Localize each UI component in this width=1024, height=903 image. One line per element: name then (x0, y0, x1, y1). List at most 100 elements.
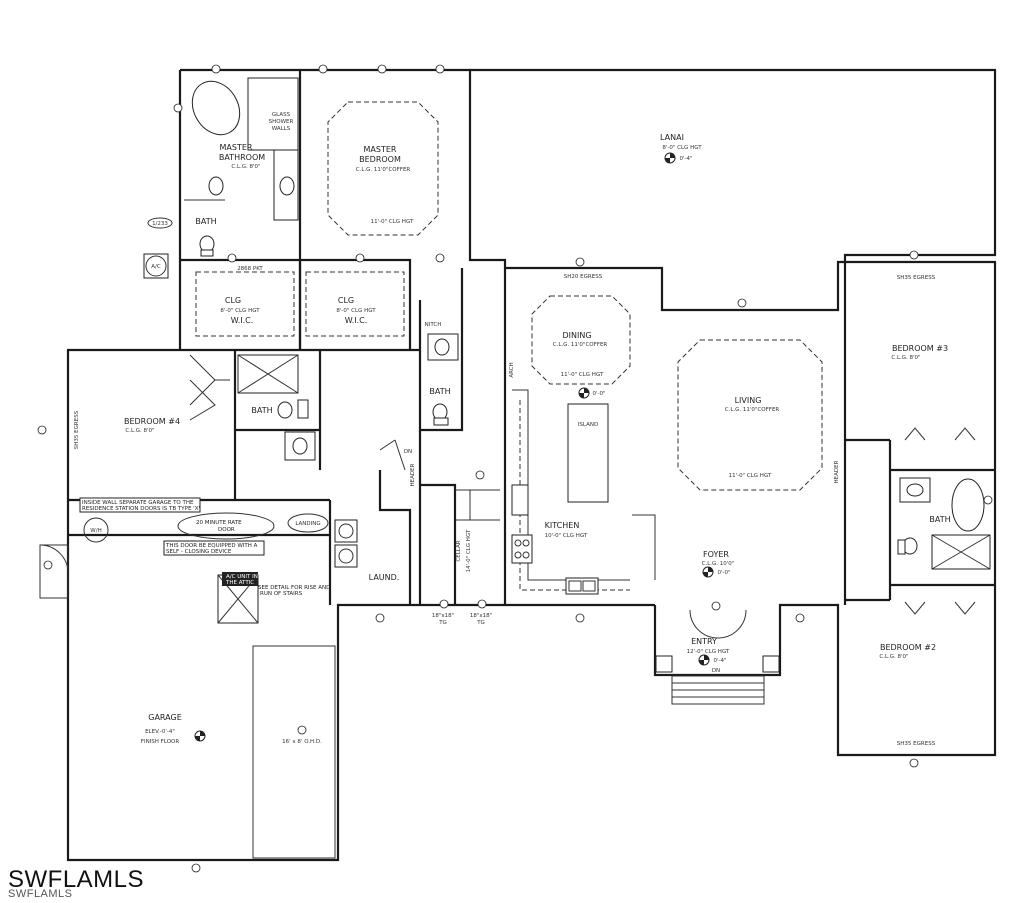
entry-ceiling: 12'-0" CLG HGT (687, 649, 730, 655)
note-garage-wall-1: INSIDE WALL SEPARATE GARAGE TO THE (82, 500, 194, 506)
note-closing-1: THIS DOOR BE EQUIPPED WITH A (165, 543, 258, 549)
water-heater: W/H (90, 528, 101, 534)
master-bath-label-2: BATHROOM (219, 153, 265, 162)
master-bedroom-label-2: BEDROOM (359, 155, 401, 164)
lanai-ceiling: 8'-0" CLG HGT (662, 145, 702, 151)
dining-elev: 0'-0" (592, 391, 605, 397)
notes: INSIDE WALL SEPARATE GARAGE TO THE RESID… (79, 497, 330, 597)
sink (208, 176, 224, 196)
watermark-sub: SWFLAMLS (8, 888, 73, 900)
wic-left-ceiling: 8'-0" CLG HGT (220, 308, 260, 314)
cellar-ceiling: 14'-0" CLG HGT (466, 529, 472, 572)
living-ceiling: C.L.G. 11'0"COFFER (725, 407, 780, 413)
master-bedroom-ceiling: C.L.G. 11'0"COFFER (356, 167, 411, 173)
watermark-logo: SWFLAMLS (8, 866, 145, 893)
note-attic-2: THE ATTIC (225, 580, 254, 586)
foyer-ceiling: C.L.G. 10'0" (702, 561, 735, 567)
bedroom3-ceiling: C.L.G. 8'0" (891, 355, 920, 361)
wic-left-name: CLG (225, 296, 241, 305)
header-right: HEADER (834, 460, 840, 483)
living-label: LIVING (735, 396, 762, 405)
entry-label: ENTRY (691, 637, 717, 646)
note-closing-2: SELF - CLOSING DEVICE (166, 549, 232, 555)
foyer-elev: 0'-0" (717, 570, 730, 576)
dining-ceiling: C.L.G. 11'0"COFFER (553, 342, 608, 348)
cellar-label: CELLAR (456, 540, 462, 561)
master-bathroom: GLASS SHOWER WALLS MASTER BATHROOM C.L.G… (184, 77, 299, 257)
master-bath-ceiling: C.L.G. 8'0" (231, 164, 260, 170)
cellar-door-1b: TG (438, 620, 447, 626)
glass-shower (247, 77, 299, 151)
note-rate-door-1: 20 MINUTE RATE (196, 520, 242, 526)
dn-stair: DN (404, 449, 412, 455)
bedroom-4: BEDROOM #4 C.L.G. 8'0" SH35 EGRESS (74, 354, 230, 449)
bedroom4-ceiling: C.L.G. 8'0" (125, 428, 154, 434)
note-attic-1: A/C UNIT IN (226, 574, 258, 580)
section-marker: 1/233 (152, 221, 168, 227)
garage-floor: FINISH FLOOR (141, 739, 180, 745)
glass-shower-1: GLASS (272, 112, 291, 118)
bath-hall: NITCH BATH (425, 322, 459, 426)
living: LIVING C.L.G. 11'0"COFFER 11'-0" CLG HGT… (677, 339, 840, 491)
kitchen-ceiling: 10'-0" CLG HGT (545, 533, 588, 539)
bath-right: BATH (897, 477, 991, 570)
overhead-door (252, 645, 336, 859)
ac-unit: A/C 1/233 (143, 217, 173, 279)
lanai-elev: 0'-4" (679, 156, 692, 162)
landing-label: LANDING (295, 521, 320, 527)
glass-shower-3: WALLS (272, 126, 291, 132)
bedroom3-egress: SH35 EGRESS (897, 275, 936, 281)
dining-label: DINING (562, 331, 591, 340)
master-bedroom-label-1: MASTER (364, 145, 397, 154)
master-bath-label-1: MASTER (220, 143, 253, 152)
note-stairs-2: RUN OF STAIRS (260, 591, 303, 597)
bath-right-label: BATH (929, 515, 950, 524)
exterior-walls (66, 68, 997, 862)
garage-label: GARAGE (148, 713, 182, 722)
bedroom3-label: BEDROOM #3 (892, 344, 948, 353)
wic-right-ceiling: 8'-0" CLG HGT (336, 308, 376, 314)
bedroom-3: BEDROOM #3 C.L.G. 8'0" SH35 EGRESS (891, 275, 976, 441)
living-hgt: 11'-0" CLG HGT (729, 473, 772, 479)
bedroom2-ceiling: C.L.G. 8'0" (879, 654, 908, 660)
kitchen-island (567, 403, 609, 503)
arch-label: ARCH (509, 362, 515, 377)
lanai-label: LANAI (660, 133, 684, 142)
bedroom4-egress: SH35 EGRESS (74, 410, 80, 449)
garage-elev: ELEV.-0'-4" (145, 729, 175, 735)
ac-label: A/C (151, 264, 161, 270)
cellar-laundry: CELLAR 14'-0" CLG HGT LAUND. HEADER DN L… (287, 439, 500, 626)
entry-elev: 0'-4" (713, 658, 726, 664)
bath-mid-label: BATH (251, 406, 272, 415)
master-wc-label: BATH (195, 217, 216, 226)
wic-left-label: W.I.C. (231, 316, 254, 325)
garage: GARAGE ELEV.-0'-4" FINISH FLOOR 16' x 8'… (39, 517, 336, 859)
cellar-door-2: 18"x18" (470, 613, 492, 619)
foyer-entry: FOYER C.L.G. 10'0" 0'-0" ENTRY 12'-0" CL… (655, 550, 780, 705)
dining-egress: SH20 EGRESS (564, 274, 603, 280)
master-bedroom-hgt: 11'-0" CLG HGT (371, 219, 414, 225)
note-rate-door-2: DOOR (218, 527, 235, 533)
bath-hall-label: BATH (429, 387, 450, 396)
cellar-door-1: 18"x18" (432, 613, 454, 619)
laundry-label: LAUND. (369, 573, 400, 582)
closets: CLG 8'-0" CLG HGT W.I.C. CLG 8'-0" CLG H… (195, 266, 405, 337)
bath-mid: BATH (237, 354, 316, 461)
wic-right-label: W.I.C. (345, 316, 368, 325)
sink (279, 176, 295, 196)
glass-shower-2: SHOWER (269, 119, 294, 125)
bedroom-2: BEDROOM #2 C.L.G. 8'0" SH35 EGRESS (879, 601, 976, 747)
header-label: HEADER (410, 463, 416, 486)
note-garage-wall-2: RESIDENCE STATION DOORS IS TB TYPE 'X' (82, 506, 200, 512)
foyer-label: FOYER (703, 550, 729, 559)
bathtub (191, 80, 241, 136)
kitchen-label: KITCHEN (545, 521, 580, 530)
bedroom2-egress: SH35 EGRESS (897, 741, 936, 747)
lanai: LANAI 8'-0" CLG HGT 0'-4" (660, 133, 702, 164)
bedroom4-label: BEDROOM #4 (124, 417, 180, 426)
kitchen: ISLAND KITCHEN 10'-0" CLG HGT ARCH (509, 362, 656, 595)
master-bedroom: MASTER BEDROOM C.L.G. 11'0"COFFER 11'-0"… (327, 101, 439, 236)
window-tags (37, 64, 993, 873)
cellar-door-2b: TG (476, 620, 485, 626)
